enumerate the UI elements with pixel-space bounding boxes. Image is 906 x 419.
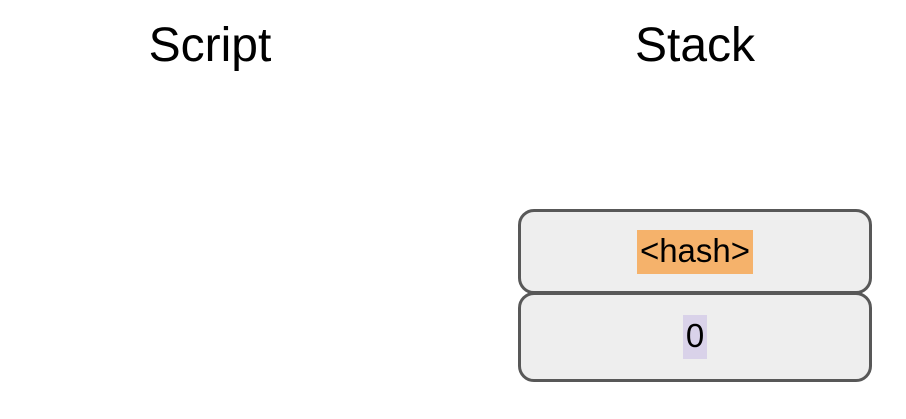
stack-item[interactable]: <hash> bbox=[518, 209, 872, 294]
stack-column-body: <hash> 0 bbox=[518, 209, 872, 382]
stack-column-title: Stack bbox=[634, 19, 756, 72]
stack-item[interactable]: 0 bbox=[518, 292, 872, 382]
stack-item-value: 0 bbox=[682, 315, 708, 359]
script-column-title: Script bbox=[148, 19, 272, 72]
script-column-body bbox=[20, 90, 440, 400]
stack-item-value: <hash> bbox=[636, 229, 754, 274]
